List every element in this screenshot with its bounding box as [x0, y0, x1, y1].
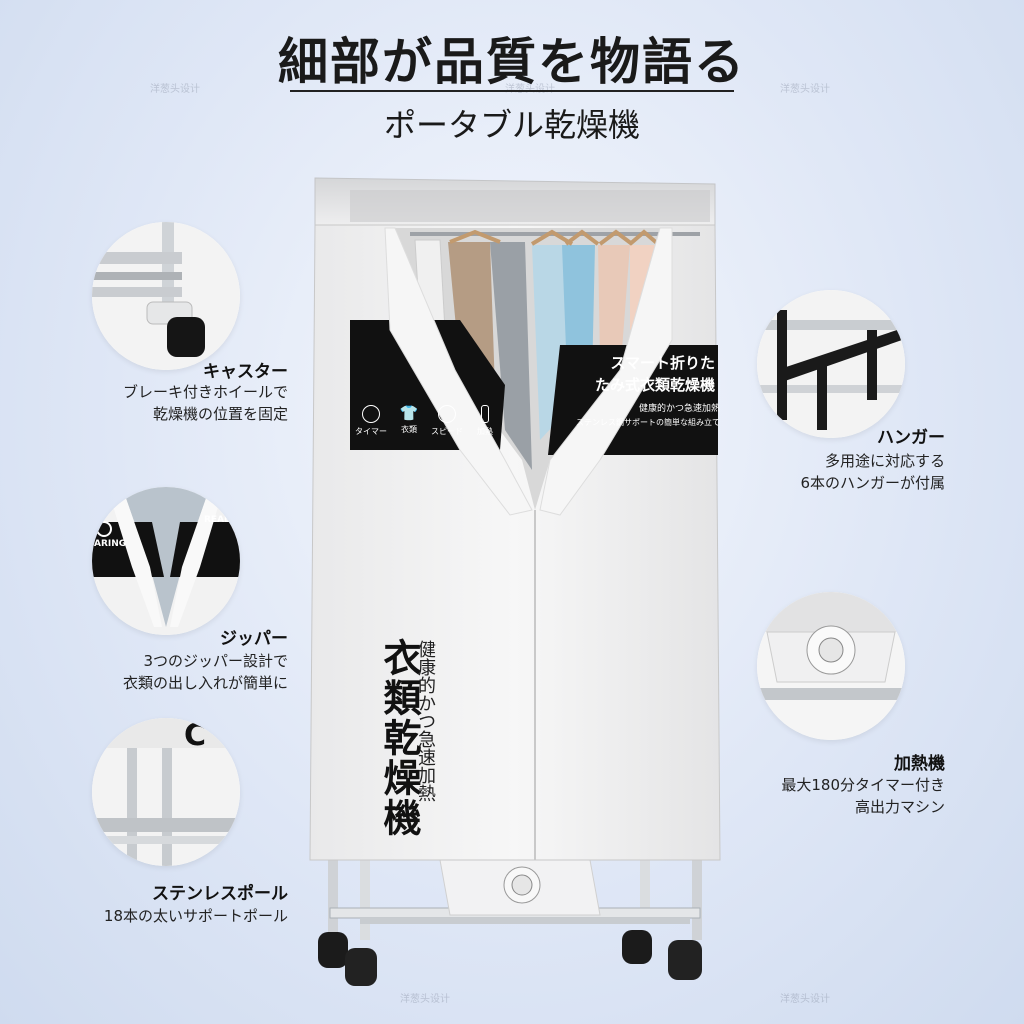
zipper-inset-text-right: REALTI [204, 515, 238, 525]
watermark: 洋葱头设计 [505, 80, 555, 95]
panel-headline-line1: スマート折りた [610, 354, 715, 372]
pole-inset: C [92, 718, 240, 866]
hanger-desc-line1: 多用途に対応する [824, 452, 945, 470]
thermometer-icon [481, 405, 489, 423]
zipper-title: ジッパー [220, 629, 288, 649]
watermark: 洋葱头设计 [150, 84, 200, 95]
heater-image [757, 592, 905, 740]
panel-icon-row: タイマー 👕 衣類 スピード 加熱 [355, 405, 505, 437]
page-title: 細部が品質を物語る [278, 33, 746, 91]
feature-timer: タイマー [355, 405, 387, 437]
speed-icon [438, 405, 456, 423]
feature-label: 衣類 [401, 425, 417, 434]
heater-desc-line2: 高出力マシン [854, 798, 945, 816]
heater-inset [757, 592, 905, 740]
caster-desc-line2: 乾燥機の位置を固定 [152, 405, 288, 423]
feature-label: スピード [431, 427, 463, 436]
timer-icon [362, 405, 380, 423]
panel-headline: スマート折りた たみ式衣類乾燥機 [575, 352, 715, 396]
hanger-title: ハンガー [877, 428, 945, 448]
watermark: 洋葱头设计 [780, 84, 830, 95]
pole-desc-line1: 18本の太いサポートポール [103, 907, 288, 925]
shirt-icon: 👕 [399, 404, 419, 422]
zipper-desc-line1: 3つのジッパー設計で [143, 652, 288, 670]
zipper-desc-line2: 衣類の出し入れが簡単に [122, 674, 288, 692]
caster-desc-line1: ブレーキ付きホイールで [122, 383, 288, 401]
panel-headline-line2: たみ式衣類乾燥機 [594, 376, 715, 394]
caster-image [92, 222, 240, 370]
pole-description: 18本の太いサポートポール [40, 905, 288, 927]
pole-inset-letter: C [184, 718, 207, 753]
hanger-image [757, 290, 905, 438]
pole-image [92, 718, 240, 866]
zipper-description: 3つのジッパー設計で 衣類の出し入れが簡単に [60, 650, 288, 694]
feature-heat: 加熱 [469, 405, 501, 437]
dryer-illustration [309, 177, 721, 986]
feature-label: 加熱 [477, 427, 493, 436]
caster-inset [92, 222, 240, 370]
vertical-product-name: 衣類乾燥機 [377, 638, 421, 838]
watermark: 洋葱头设计 [780, 994, 830, 1005]
hanger-description: 多用途に対応する 6本のハンガーが付属 [745, 450, 945, 494]
feature-label: タイマー [355, 427, 387, 436]
caster-description: ブレーキ付きホイールで 乾燥機の位置を固定 [60, 381, 288, 425]
zipper-inset: ARING REALTI [92, 487, 240, 635]
feature-clothes: 👕 衣類 [393, 405, 425, 437]
feature-speed: スピード [431, 405, 463, 437]
panel-subtext-line1: 健康的かつ急速加熱 [638, 404, 720, 414]
watermark: 洋葱头设计 [400, 994, 450, 1005]
hanger-desc-line2: 6本のハンガーが付属 [800, 474, 945, 492]
panel-subtext-line2: ステンレス鋼サポートの簡単な組み立て [576, 418, 720, 427]
zipper-image [92, 487, 240, 635]
zipper-inset-text-left: ARING [94, 539, 127, 549]
hanger-inset [757, 290, 905, 438]
vertical-tagline: 健康的かつ急速加熱 [415, 640, 436, 802]
panel-subtext: 健康的かつ急速加熱 ステンレス鋼サポートの簡単な組み立て [560, 403, 720, 429]
heater-title: 加熱機 [894, 754, 945, 774]
heater-desc-line1: 最大180分タイマー付き [781, 776, 945, 794]
pole-title: ステンレスポール [152, 884, 288, 904]
page-subtitle: ポータブル乾燥機 [383, 106, 640, 144]
title-divider [290, 90, 734, 92]
caster-title: キャスター [203, 362, 288, 382]
heater-description: 最大180分タイマー付き 高出力マシン [735, 774, 945, 818]
